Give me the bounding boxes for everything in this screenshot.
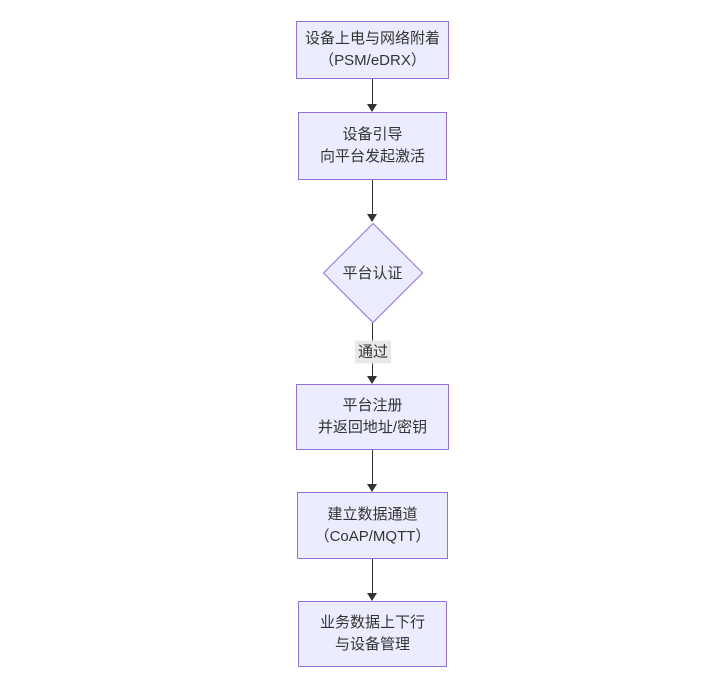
edge-bootstrap-to-auth	[367, 180, 377, 222]
node-power-attach: 设备上电与网络附着 （PSM/eDRX）	[296, 21, 449, 79]
node-label-line: 并返回地址/密钥	[317, 419, 428, 436]
arrowhead-icon	[367, 104, 377, 112]
node-platform-auth: 平台认证	[322, 222, 423, 323]
edge-power-to-bootstrap	[367, 79, 377, 112]
edge-label-pass: 通过	[354, 340, 392, 364]
node-bootstrap: 设备引导 向平台发起激活	[298, 112, 447, 180]
node-label-line: （CoAP/MQTT）	[314, 527, 431, 545]
node-register: 平台注册 并返回地址/密钥	[296, 384, 449, 450]
arrowhead-icon	[367, 484, 377, 492]
node-label-line: 设备上电与网络附着	[304, 30, 440, 47]
node-label-line: 平台认证	[342, 265, 403, 282]
node-label-line: （PSM/eDRX）	[319, 52, 426, 69]
node-label-line: 设备引导	[342, 126, 403, 143]
node-label-line: 平台注册	[342, 397, 403, 414]
edge-register-to-channel	[367, 450, 377, 492]
node-label-line: 向平台发起激活	[319, 148, 425, 165]
node-label-line: 建立数据通道	[327, 505, 418, 523]
arrowhead-icon	[367, 593, 377, 601]
node-data-channel: 建立数据通道 （CoAP/MQTT）	[297, 492, 448, 559]
node-business-data: 业务数据上下行 与设备管理	[298, 601, 447, 667]
edge-channel-to-business	[367, 559, 377, 601]
node-label-line: 与设备管理	[334, 636, 410, 653]
arrowhead-icon	[367, 214, 377, 222]
node-label-line: 业务数据上下行	[319, 614, 425, 631]
arrowhead-icon	[367, 376, 377, 384]
